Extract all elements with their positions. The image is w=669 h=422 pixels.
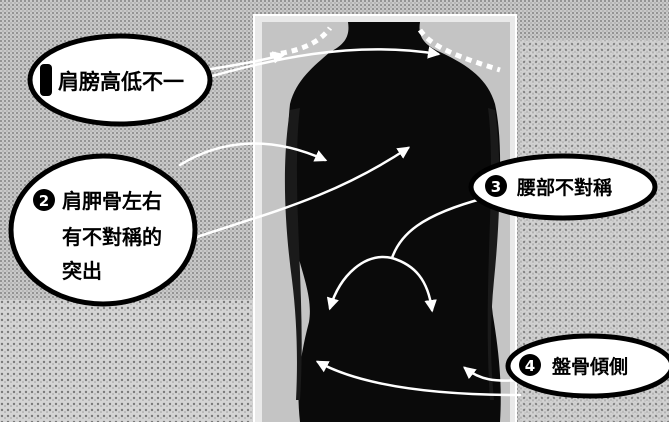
label-2-text-line-3: 突出 [62, 259, 102, 283]
label-3-text: 腰部不對稱 [516, 176, 612, 199]
label-4: 4 盤骨傾側 [505, 333, 669, 399]
arm-left [284, 108, 302, 400]
label-2-text-line-2: 有不對稱的 [62, 225, 162, 249]
shoulder-line-left [269, 26, 333, 58]
label-2: 2 肩胛骨左右 有不對稱的 突出 [8, 153, 198, 307]
label-3-number: 3 [491, 178, 501, 196]
label-2-number-badge [33, 189, 55, 211]
arrow-2-lower [186, 146, 411, 242]
back-silhouette [287, 22, 501, 422]
label-1-text: 肩膀高低不一 [58, 70, 184, 94]
label-3-number-badge [485, 175, 507, 197]
arrow-1-right [203, 46, 441, 80]
arrow-4-left [315, 360, 522, 397]
label-2-text-line-1: 肩胛骨左右 [62, 189, 162, 213]
label-1-number-badge [40, 64, 52, 96]
arrow-2-upper [178, 142, 328, 167]
label-4-number: 4 [525, 357, 535, 375]
label-4-number-badge [519, 354, 541, 376]
label-3: 3 腰部不對稱 [468, 153, 658, 221]
label-2-number: 2 [39, 192, 49, 210]
arrow-1-left [203, 51, 286, 72]
background-lower-left [0, 300, 255, 422]
label-1: 肩膀高低不一 [27, 33, 213, 127]
arrow-3-to-hip [390, 256, 437, 313]
label-4-text: 盤骨傾側 [552, 355, 628, 378]
shoulder-line-right [417, 28, 501, 73]
